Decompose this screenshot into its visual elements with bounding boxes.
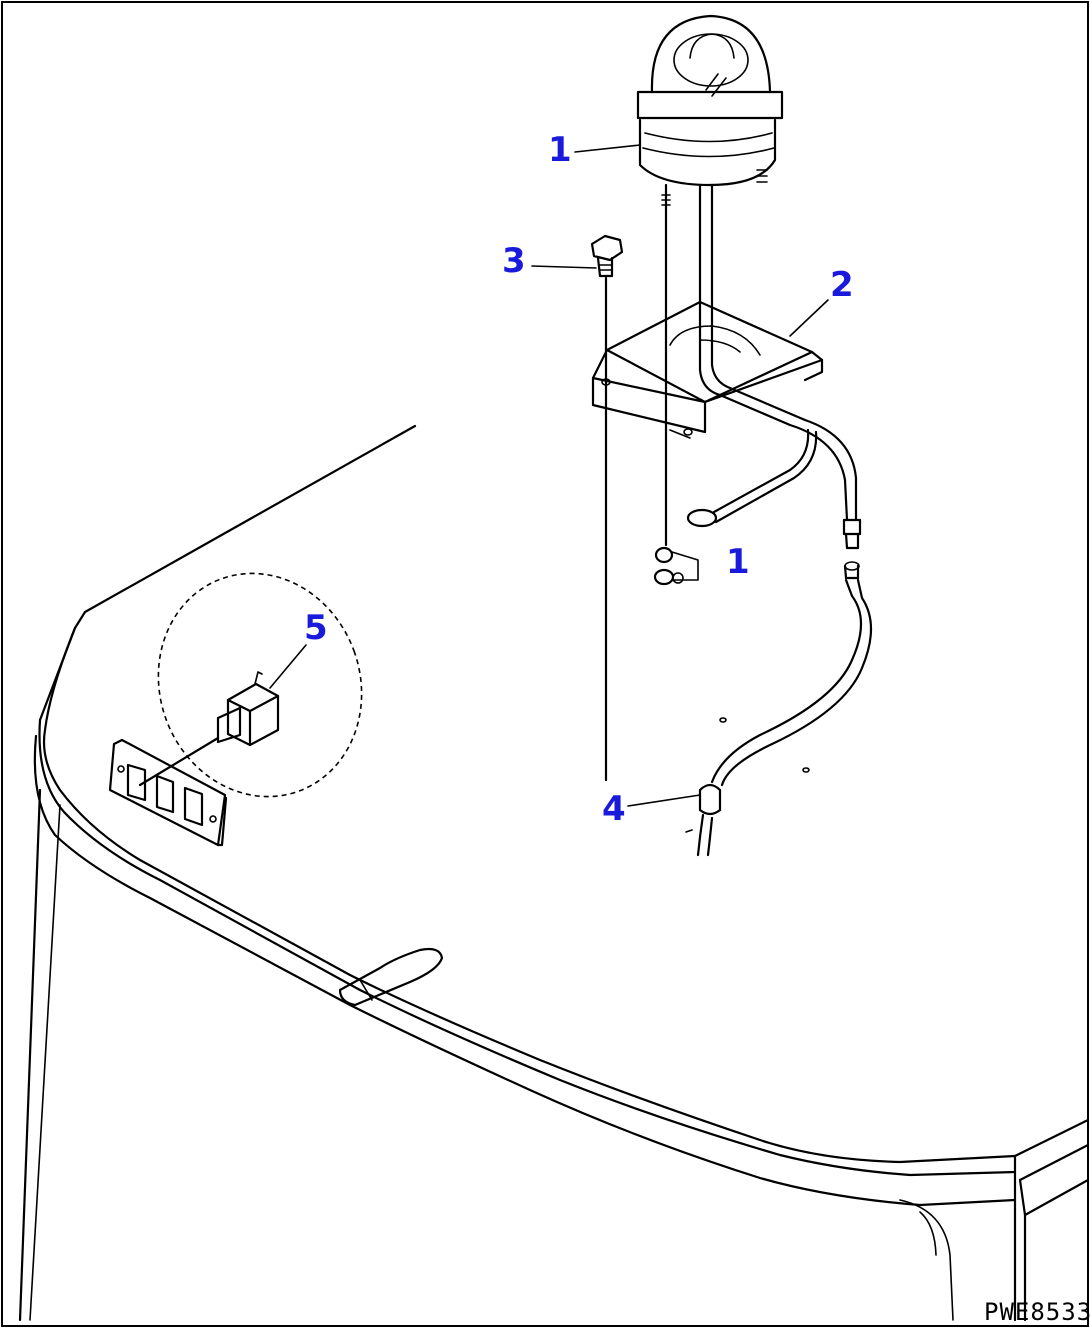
grab-handle xyxy=(338,947,444,1007)
mounting-bracket xyxy=(591,300,824,439)
callout-1-lamp: 1 xyxy=(548,130,572,170)
drawing-code: PWE8533 xyxy=(984,1298,1090,1326)
wire-harness xyxy=(685,418,872,857)
callout-3-bolt: 3 xyxy=(502,241,526,281)
bolt xyxy=(590,234,624,782)
callout-1-nut: 1 xyxy=(726,542,750,582)
nut xyxy=(653,418,699,586)
callout-2-bracket: 2 xyxy=(830,265,854,305)
cab-roof xyxy=(18,424,1090,1322)
switch-panel xyxy=(108,738,228,847)
rocker-switch xyxy=(138,671,280,787)
rotary-lamp xyxy=(636,14,807,427)
callout-5-switch: 5 xyxy=(304,608,328,648)
callout-4-clip: 4 xyxy=(602,789,626,829)
ground-wire xyxy=(686,428,818,528)
leader-lines xyxy=(269,144,829,807)
detail-circle xyxy=(157,572,363,798)
